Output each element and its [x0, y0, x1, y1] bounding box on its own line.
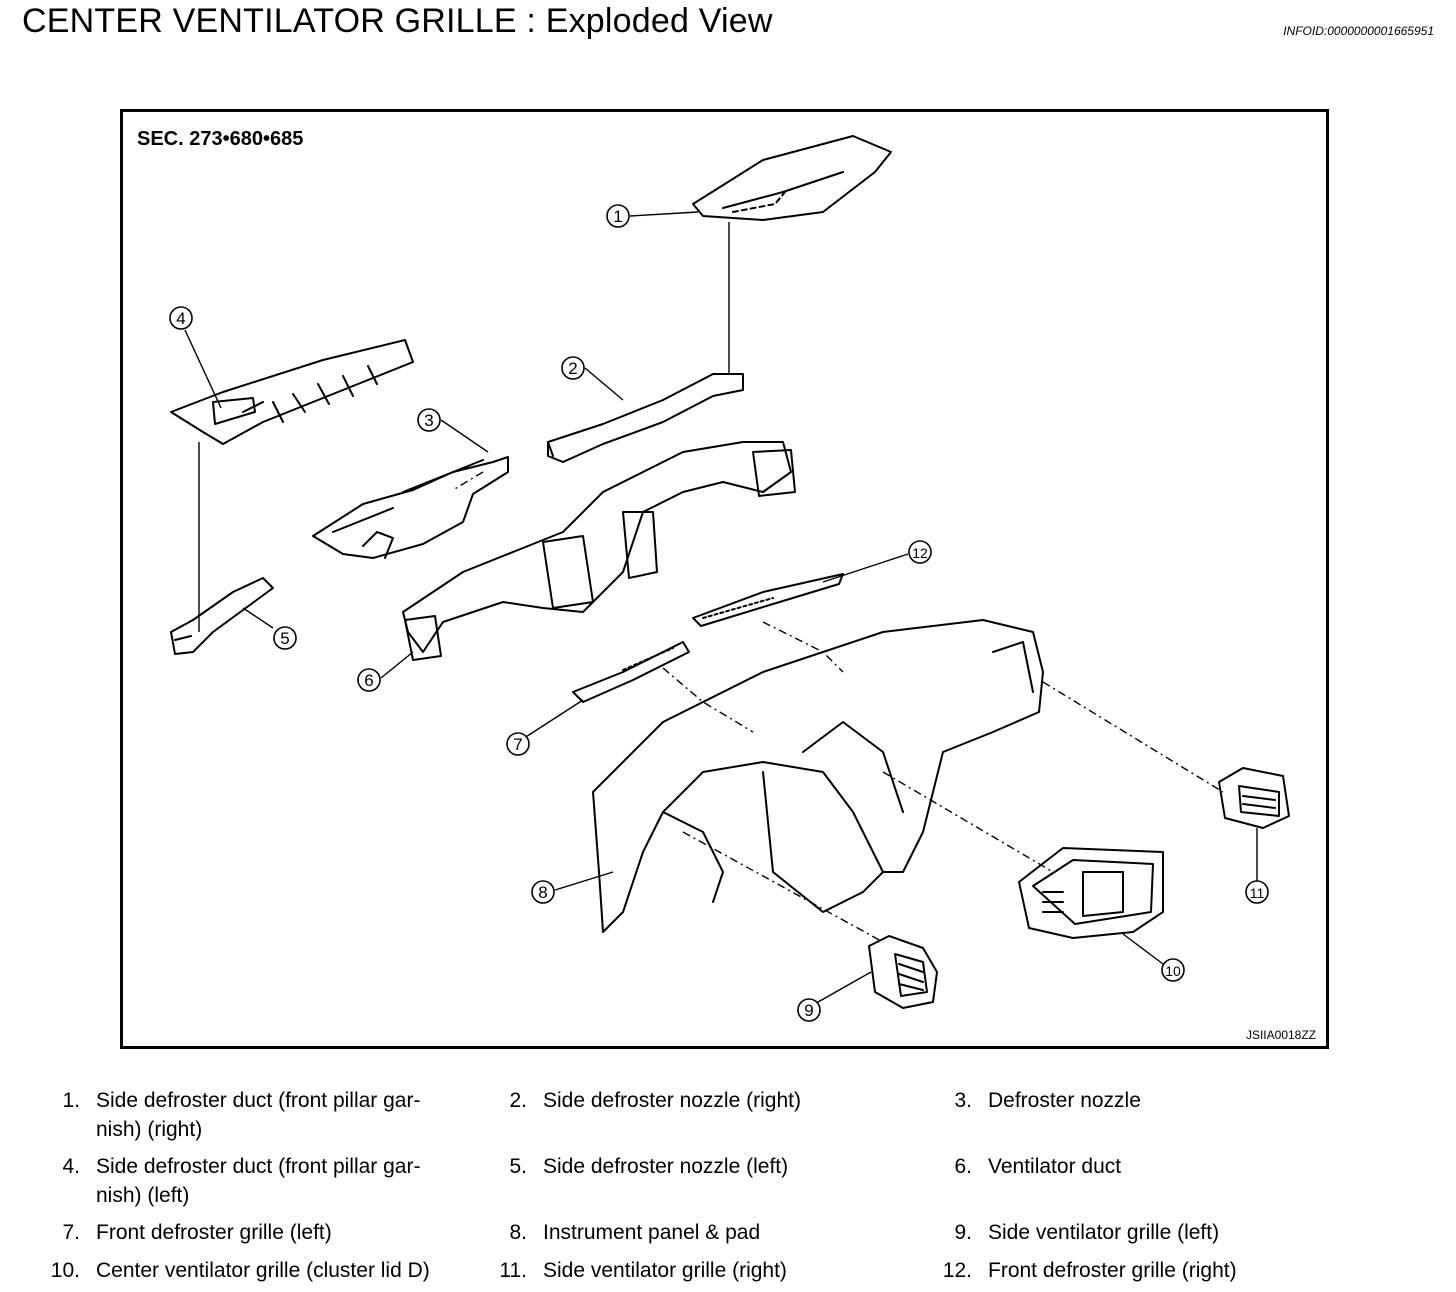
legend-number: 11.: [499, 1259, 527, 1282]
legend-number: 8.: [509, 1221, 527, 1244]
legend-description-line: Side defroster duct (front pillar gar-: [96, 1155, 421, 1178]
legend-description-line: Ventilator duct: [988, 1155, 1122, 1178]
legend-number: 9.: [954, 1221, 972, 1244]
callout-10: 10: [1161, 958, 1185, 982]
legend-number: 12.: [942, 1259, 972, 1282]
figure-code: JSIIA0018ZZ: [1245, 1028, 1316, 1042]
legend-description-line: Side defroster nozzle (left): [543, 1155, 789, 1178]
legend-description-line: Front defroster grille (left): [96, 1221, 332, 1244]
exploded-view-figure: SEC. 273•680•685 JSIIA0018ZZ: [120, 109, 1329, 1049]
part-11-side-ventilator-grille-right: [1218, 767, 1290, 829]
callouts: 1 2 3 4 5 6 7 8 9 10 11 12: [169, 204, 1269, 1022]
legend-description-line: Defroster nozzle: [988, 1089, 1141, 1112]
legend-number: 5.: [509, 1155, 527, 1178]
page-title: CENTER VENTILATOR GRILLE : Exploded View: [22, 2, 773, 40]
callout-1-label: 1: [613, 207, 622, 226]
part-7-front-defroster-grille-left: [572, 641, 690, 703]
legend-number: 7.: [62, 1221, 80, 1244]
callout-10-label: 10: [1165, 963, 1181, 979]
callout-5: 5: [273, 626, 297, 650]
callout-2: 2: [561, 356, 585, 380]
callout-7: 7: [506, 732, 530, 756]
callout-9-label: 9: [804, 1001, 813, 1020]
callout-8-label: 8: [538, 883, 547, 902]
legend-description-line: Front defroster grille (right): [988, 1259, 1237, 1282]
part-4-side-defroster-duct-left: [170, 339, 414, 445]
part-8-instrument-panel: [592, 619, 1044, 933]
callout-8: 8: [531, 880, 555, 904]
part-5-side-defroster-nozzle-left: [170, 577, 274, 655]
callout-4-label: 4: [176, 309, 185, 328]
callout-5-label: 5: [280, 629, 289, 648]
callout-4: 4: [169, 306, 193, 330]
legend-description-line: nish) (right): [96, 1118, 203, 1141]
legend-number: 3.: [954, 1089, 972, 1112]
part-2-side-defroster-nozzle-right: [547, 373, 744, 463]
part-1-side-defroster-duct-right: [692, 135, 892, 221]
callout-12: 12: [908, 540, 932, 564]
diagram-drawing: 1 2 3 4 5 6 7 8 9 10 11 12: [169, 135, 1290, 1022]
legend-description-line: Side defroster nozzle (right): [543, 1089, 801, 1112]
part-10-center-ventilator-grille: [1018, 847, 1164, 939]
callout-12-label: 12: [912, 545, 928, 561]
legend-number: 2.: [509, 1089, 527, 1112]
legend-number: 6.: [954, 1155, 972, 1178]
callout-2-label: 2: [568, 359, 577, 378]
legend-number: 1.: [62, 1089, 80, 1112]
callout-1: 1: [606, 204, 630, 228]
part-12-front-defroster-grille-right: [692, 573, 844, 627]
info-id: INFOID:0000000001665951: [1283, 24, 1434, 38]
part-6-ventilator-duct: [402, 441, 796, 661]
part-9-side-ventilator-grille-left: [868, 935, 938, 1009]
legend-description-line: Instrument panel & pad: [543, 1221, 761, 1244]
legend-description-line: Side ventilator grille (left): [988, 1221, 1220, 1244]
legend-description-line: Side defroster duct (front pillar gar-: [96, 1089, 421, 1112]
callout-3: 3: [417, 408, 441, 432]
callout-11-label: 11: [1250, 885, 1265, 901]
callout-6: 6: [357, 668, 381, 692]
legend-description-line: Side ventilator grille (right): [543, 1259, 787, 1282]
callout-11: 11: [1245, 880, 1269, 904]
legend-number: 4.: [62, 1155, 80, 1178]
callout-9: 9: [797, 998, 821, 1022]
callout-3-label: 3: [424, 411, 433, 430]
callout-7-label: 7: [513, 735, 522, 754]
legend-description-line: nish) (left): [96, 1184, 190, 1207]
legend-description-line: Center ventilator grille (cluster lid D): [96, 1259, 430, 1282]
callout-6-label: 6: [364, 671, 373, 690]
section-label: SEC. 273•680•685: [137, 128, 304, 150]
part-3-defroster-nozzle: [312, 456, 509, 559]
legend-number: 10.: [50, 1259, 80, 1282]
